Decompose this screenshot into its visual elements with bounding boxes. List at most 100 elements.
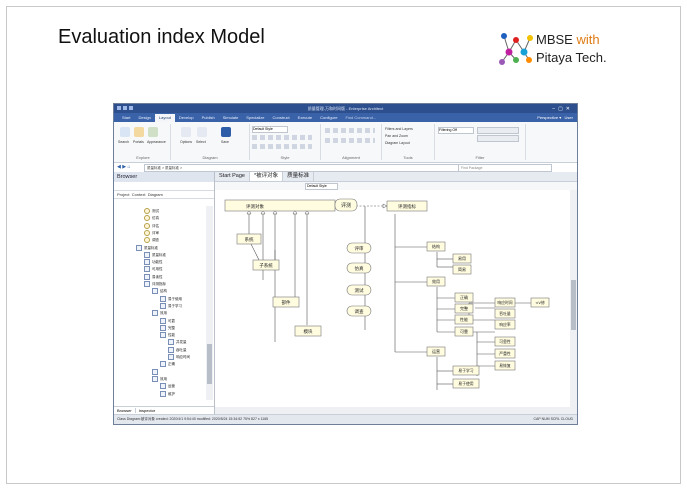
- tree-item[interactable]: 质量标准: [144, 251, 166, 258]
- menu-design[interactable]: Design: [138, 115, 151, 120]
- tab-diagram[interactable]: Diagram: [147, 192, 163, 197]
- tab-context[interactable]: Context: [131, 192, 146, 197]
- tree-item[interactable]: 评审: [144, 229, 159, 236]
- search-icon[interactable]: [120, 127, 130, 137]
- browser-scrollbar[interactable]: [206, 206, 213, 400]
- filters-and-layers-button[interactable]: Filters and Layers: [385, 127, 413, 131]
- menu-layout[interactable]: Layout: [154, 114, 175, 122]
- appearance-icon[interactable]: [148, 127, 158, 137]
- tree-item[interactable]: 质量标准: [136, 244, 158, 251]
- search-button[interactable]: Search: [118, 140, 130, 144]
- tree-item[interactable]: 可靠: [160, 317, 175, 324]
- node-evaluation[interactable]: [334, 198, 358, 212]
- tree-item[interactable]: 并发量: [168, 339, 187, 346]
- node-recoverability[interactable]: [494, 360, 516, 371]
- menu-configure[interactable]: Configure: [320, 115, 338, 120]
- appearance-button[interactable]: Appearance: [147, 140, 166, 144]
- tree-item[interactable]: 易于学习: [160, 302, 182, 309]
- node-review[interactable]: [346, 242, 372, 254]
- node-availability[interactable]: [494, 336, 516, 347]
- tree-item[interactable]: 功能性: [144, 259, 163, 266]
- pan-and-zoom-button[interactable]: Pan and Zoom: [385, 134, 408, 138]
- node-metric[interactable]: [530, 297, 550, 308]
- diagram-style-select[interactable]: Default Style: [305, 183, 338, 190]
- filter-input-2[interactable]: [477, 135, 519, 142]
- tab-inspector[interactable]: Inspector: [138, 408, 156, 413]
- tree-item[interactable]: 易于使用: [160, 295, 182, 302]
- tree-item[interactable]: 评测指标: [144, 281, 166, 287]
- menu-start[interactable]: Start: [122, 115, 131, 120]
- menu-publish[interactable]: Publish: [201, 115, 215, 120]
- tree-item[interactable]: 效用: [152, 310, 167, 317]
- align-tools-icon[interactable]: [325, 128, 375, 133]
- tree-item[interactable]: 完整: [160, 324, 175, 331]
- node-effect[interactable]: [426, 276, 446, 287]
- tree-item[interactable]: 结构: [152, 288, 167, 295]
- node-simulation[interactable]: [346, 262, 372, 274]
- style-tools-icon[interactable]: [252, 135, 312, 140]
- node-component[interactable]: [272, 296, 300, 308]
- node-complete[interactable]: [454, 303, 474, 314]
- node-reliable[interactable]: [454, 326, 474, 337]
- window-controls-icon[interactable]: –▢✕: [552, 106, 573, 112]
- distribute-tools-icon[interactable]: [325, 138, 375, 143]
- tab-start-page[interactable]: Start Page: [215, 172, 250, 181]
- format-tools-icon[interactable]: [252, 144, 312, 149]
- tree-item[interactable]: 性能: [160, 332, 175, 339]
- save-icon[interactable]: [221, 127, 231, 137]
- node-throughput[interactable]: [494, 308, 516, 319]
- tree-item[interactable]: 调查: [144, 237, 159, 244]
- tab-quality-standard[interactable]: 质量标准: [283, 172, 315, 181]
- node-module[interactable]: [294, 325, 322, 337]
- node-ease-use[interactable]: [452, 253, 472, 264]
- perspective-menu[interactable]: Perspective ▾ User: [537, 115, 573, 120]
- select-button[interactable]: Select: [196, 140, 206, 144]
- node-maintainability[interactable]: [494, 348, 516, 359]
- nav-arrows-icon[interactable]: ◀ ▶ ⌂: [117, 164, 131, 170]
- node-test[interactable]: [346, 284, 372, 296]
- diagram-hscroll[interactable]: [215, 407, 577, 415]
- tree-item[interactable]: 可用性: [144, 266, 163, 273]
- node-ops[interactable]: [426, 346, 446, 357]
- options-button[interactable]: Options: [180, 140, 193, 144]
- save-button[interactable]: Save: [221, 140, 229, 144]
- node-eval-index[interactable]: [386, 200, 428, 212]
- find-command-input[interactable]: Find Command...: [345, 115, 377, 120]
- diagram-canvas[interactable]: 评测对象 系统 子系统 部件 模块 评测 评审 仿真 测试 调查: [215, 190, 570, 405]
- node-usage[interactable]: [452, 378, 480, 389]
- tree-item[interactable]: 效用: [152, 375, 167, 382]
- filter-select[interactable]: Filtering Off: [438, 127, 474, 134]
- diagram-vscroll[interactable]: [570, 190, 577, 407]
- options-icon[interactable]: [181, 127, 191, 137]
- tree-item[interactable]: 正确: [160, 361, 175, 368]
- portals-icon[interactable]: [134, 127, 144, 137]
- node-subsystem[interactable]: [252, 259, 280, 271]
- tree-item[interactable]: 吞吐量: [168, 346, 187, 353]
- menu-construct[interactable]: Construct: [272, 115, 290, 120]
- tree-item[interactable]: 易读性: [144, 273, 163, 280]
- tree-item[interactable]: 仿真: [144, 215, 159, 222]
- menu-develop[interactable]: Develop: [178, 115, 194, 120]
- tab-browser[interactable]: Browser: [114, 408, 136, 413]
- node-performance[interactable]: [454, 314, 474, 325]
- tree-item[interactable]: 响应时间: [168, 354, 190, 360]
- menu-specialize[interactable]: Specialize: [246, 115, 265, 120]
- tree-item[interactable]: 评估: [144, 222, 159, 229]
- menu-execute[interactable]: Execute: [297, 115, 313, 120]
- node-response-rate[interactable]: [494, 319, 516, 330]
- node-easy[interactable]: [452, 264, 472, 275]
- style-select[interactable]: Default Style: [252, 126, 288, 133]
- tree-item[interactable]: 测试: [144, 208, 159, 214]
- node-system[interactable]: [236, 233, 262, 245]
- find-package-input[interactable]: Find Package: [458, 164, 552, 172]
- tree-item[interactable]: [152, 368, 160, 375]
- portals-button[interactable]: Portals: [133, 140, 144, 144]
- node-response-time[interactable]: [494, 297, 516, 308]
- select-icon[interactable]: [197, 127, 207, 137]
- node-structure[interactable]: [426, 241, 446, 252]
- filter-input[interactable]: [477, 127, 519, 134]
- tab-evaluated-object[interactable]: *被评对象: [250, 172, 284, 181]
- tab-project[interactable]: Project: [117, 192, 130, 197]
- quick-access-icon[interactable]: [117, 106, 137, 111]
- node-correct[interactable]: [454, 292, 474, 303]
